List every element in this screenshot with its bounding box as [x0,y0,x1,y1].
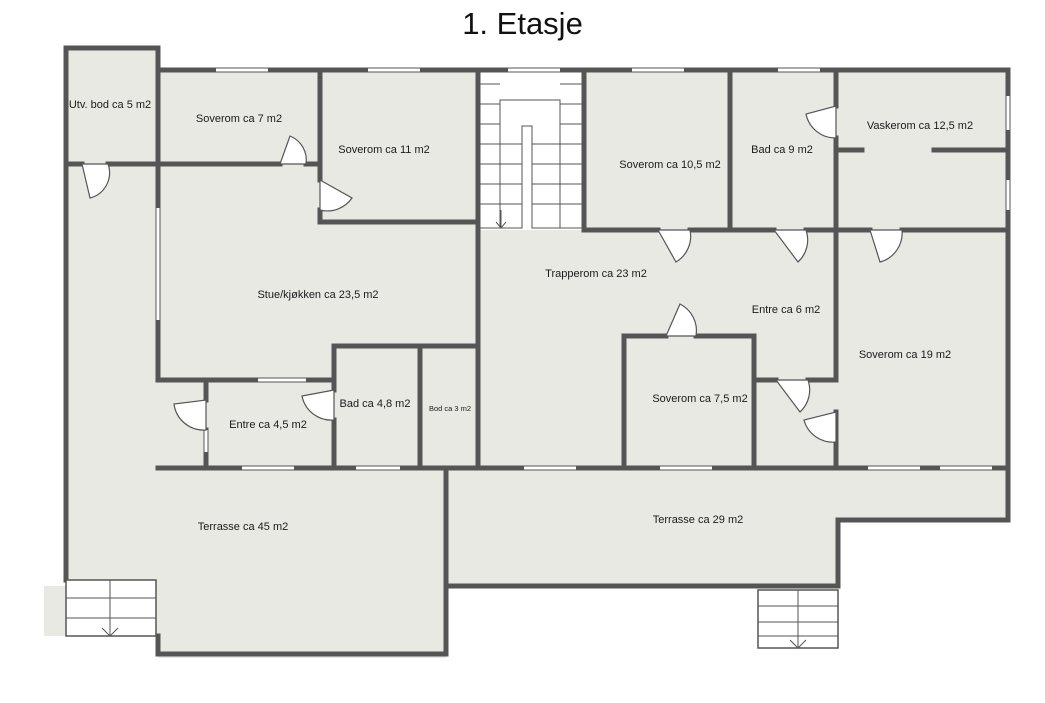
room-label-utv-bod: Utv. bod ca 5 m2 [69,99,151,111]
room-label-soverom-19: Soverom ca 19 m2 [859,349,951,361]
room-label-vaskerom: Vaskerom ca 12,5 m2 [867,120,973,132]
room-label-bod-3: Bod ca 3 m2 [429,404,471,413]
door-swings [81,105,903,443]
outside-area [44,46,1010,658]
exterior-stairs-right [757,589,839,649]
room-label-soverom-7-5: Soverom ca 7,5 m2 [652,393,747,405]
room-label-terrasse-29: Terrasse ca 29 m2 [653,514,743,526]
room-label-soverom-10-5: Soverom ca 10,5 m2 [619,159,721,171]
room-label-trapperom: Trapperom ca 23 m2 [545,268,647,280]
staircase-interior [477,74,583,229]
room-label-bad-4-8: Bad ca 4,8 m2 [340,398,411,410]
exterior-stairs-left [65,579,157,637]
room-label-soverom-7: Soverom ca 7 m2 [196,113,282,125]
room-label-soverom-11: Soverom ca 11 m2 [338,144,430,156]
room-label-terrasse-45: Terrasse ca 45 m2 [198,521,288,533]
room-label-bad-9: Bad ca 9 m2 [751,144,813,156]
room-label-stue-kjokken: Stue/kjøkken ca 23,5 m2 [257,289,378,301]
windows [156,68,1010,470]
room-labels: Utv. bod ca 5 m2 Soverom ca 7 m2 Soverom… [69,99,973,533]
room-label-entre-6: Entre ca 6 m2 [752,304,820,316]
room-label-entre-4-5: Entre ca 4,5 m2 [229,419,307,431]
page-title: 1. Etasje [462,6,583,41]
